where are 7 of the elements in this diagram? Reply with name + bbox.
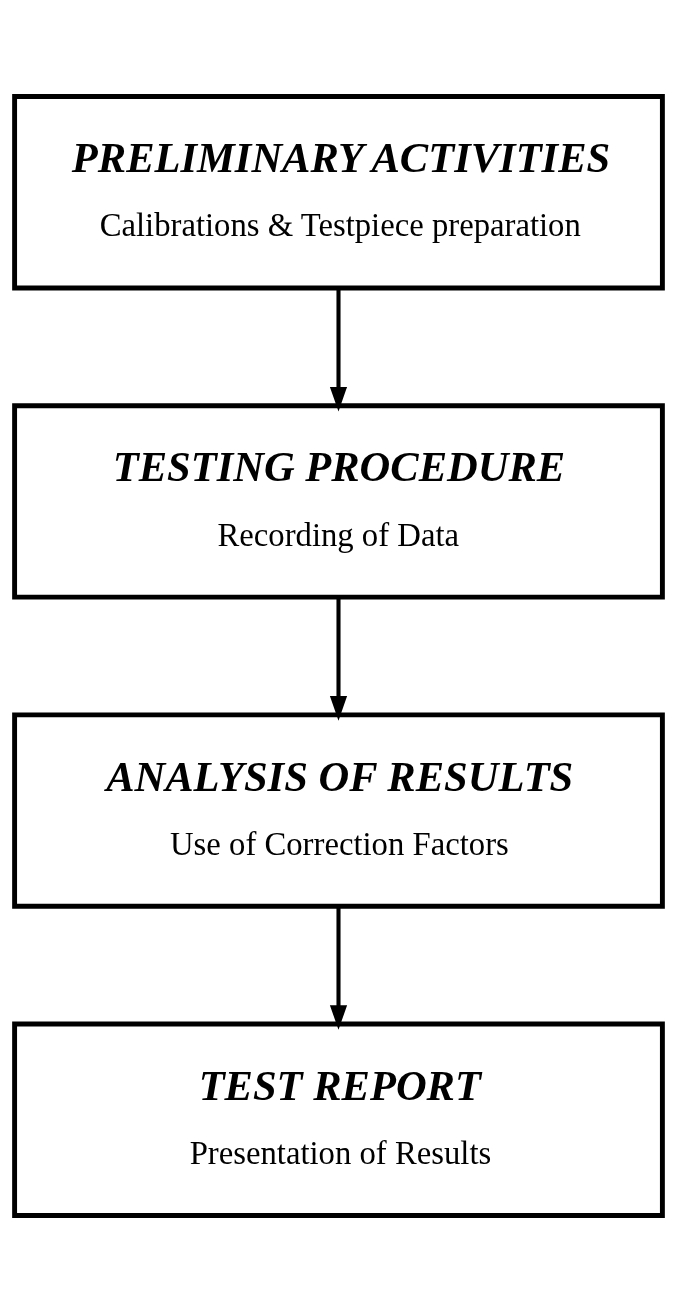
arrow xyxy=(329,906,348,1030)
node-box: PRELIMINARY ACTIVITIES Calibrations & Testpiece preparation xyxy=(12,93,665,290)
node-box: TEST REPORT Presentation of Results xyxy=(12,1021,665,1218)
arrow xyxy=(329,596,348,721)
node-box: ANALYSIS OF RESULTS Use of Correction Factors xyxy=(12,711,665,909)
node-box: TESTING PROCEDURE Recording of Data xyxy=(12,402,665,600)
arrow xyxy=(329,287,348,411)
